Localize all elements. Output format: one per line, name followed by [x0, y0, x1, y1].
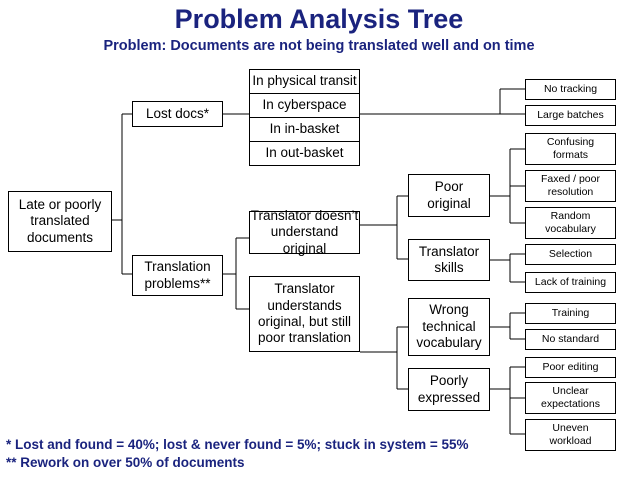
node-translation-problems: Translation problems**: [132, 255, 223, 296]
node-in-out-basket: In out-basket: [249, 141, 360, 166]
leaf-large-batches: Large batches: [525, 105, 616, 126]
node-lost-docs: Lost docs*: [132, 101, 223, 127]
node-poor-original: Poor original: [408, 174, 490, 217]
node-translator-understands: Translator understands original, but sti…: [249, 276, 360, 352]
node-translator-doesnt-understand: Translator doesn’t understand original: [249, 207, 360, 256]
diagram-subtitle: Problem: Documents are not being transla…: [103, 38, 535, 54]
leaf-poor-editing: Poor editing: [525, 357, 616, 378]
leaf-random-vocabulary: Random vocabulary: [525, 207, 616, 239]
leaf-faxed-poor-resolution: Faxed / poor resolution: [525, 170, 616, 202]
diagram-title: Problem Analysis Tree: [174, 4, 464, 34]
leaf-unclear-expectations: Unclear expectations: [525, 382, 616, 414]
leaf-no-tracking: No tracking: [525, 79, 616, 100]
node-poorly-expressed: Poorly expressed: [408, 368, 490, 411]
root-node: Late or poorly translated documents: [8, 191, 112, 252]
node-in-physical-transit: In physical transit: [249, 69, 360, 94]
footnote-lost-docs: * Lost and found = 40%; lost & never fou…: [6, 437, 469, 452]
leaf-selection: Selection: [525, 244, 616, 265]
node-in-cyberspace: In cyberspace: [249, 93, 360, 118]
node-wrong-technical-vocabulary: Wrong technical vocabulary: [408, 298, 490, 356]
footnote-rework: ** Rework on over 50% of documents: [6, 455, 245, 470]
leaf-confusing-formats: Confusing formats: [525, 133, 616, 165]
leaf-lack-of-training: Lack of training: [525, 272, 616, 293]
node-in-in-basket: In in-basket: [249, 117, 360, 142]
node-translator-skills: Translator skills: [408, 239, 490, 281]
leaf-training: Training: [525, 303, 616, 324]
leaf-uneven-workload: Uneven workload: [525, 419, 616, 451]
leaf-no-standard: No standard: [525, 329, 616, 350]
